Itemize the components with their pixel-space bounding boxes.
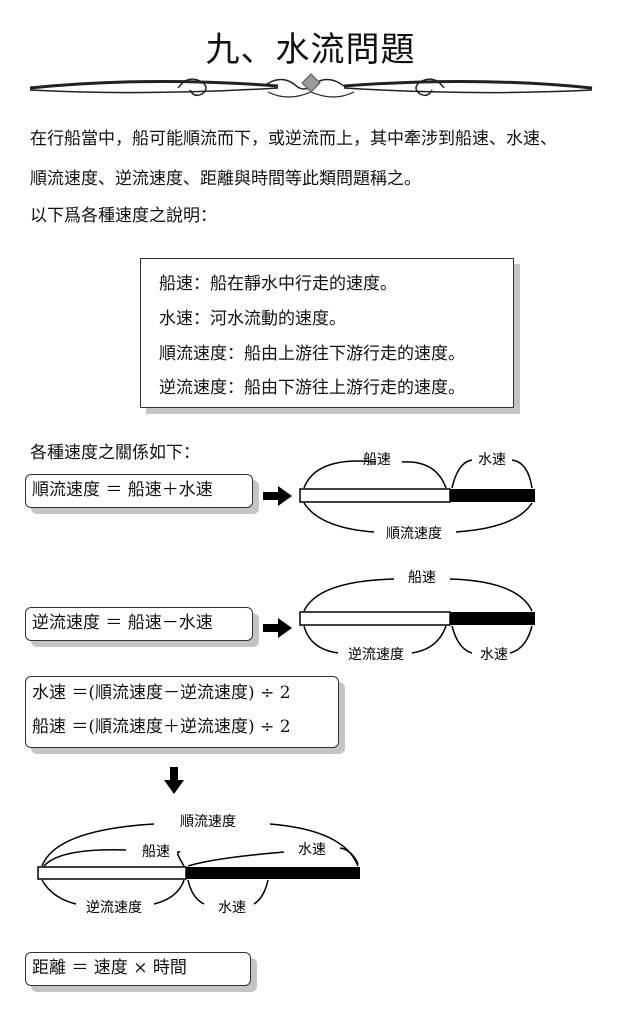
label-downstream-speed: 順流速度: [180, 814, 236, 830]
label-boat-speed: 船速: [363, 452, 391, 468]
formula-upstream: 逆流速度 ＝ 船速－水速: [25, 607, 253, 641]
label-upstream-speed: 逆流速度: [348, 647, 404, 663]
intro-line-3: 以下爲各種速度之說明：: [30, 206, 217, 226]
label-boat-speed: 船速: [408, 570, 436, 586]
ornament-divider: [29, 73, 593, 98]
intro-line-2: 順流速度、逆流速度、距離與時間等此類問題稱之。: [30, 169, 421, 189]
definitions-box: 船速：船在靜水中行走的速度。 水速：河水流動的速度。 順流速度：船由上游往下游行…: [140, 258, 514, 408]
formula-water-speed: 水速 ＝(順流速度－逆流速度) ÷ 2: [32, 683, 291, 703]
label-downstream-speed: 順流速度: [386, 526, 442, 542]
formula-boat-speed: 船速 ＝(順流速度＋逆流速度) ÷ 2: [32, 717, 291, 737]
definition-water-speed: 水速：河水流動的速度。: [159, 309, 346, 329]
label-water-speed: 水速: [218, 900, 246, 916]
intro-line-1: 在行船當中，船可能順流而下，或逆流而上，其中牽涉到船速、水速、: [30, 129, 557, 149]
formula-distance: 距離 ＝ 速度 × 時間: [25, 952, 251, 986]
upstream-diagram: 船速 逆流速度 水速: [299, 570, 535, 663]
label-water-speed: 水速: [480, 647, 508, 663]
downstream-diagram: 船速 水速 順流速度: [299, 452, 535, 542]
relations-heading: 各種速度之關係如下：: [30, 443, 200, 463]
definition-boat-speed: 船速：船在靜水中行走的速度。: [159, 274, 397, 294]
down-arrow-icon: [164, 767, 184, 794]
label-boat-speed: 船速: [142, 844, 170, 860]
label-water-speed: 水速: [478, 452, 506, 468]
page-title: 九、水流問題: [205, 30, 416, 70]
formula-downstream: 順流速度 ＝ 船速＋水速: [25, 474, 253, 508]
combined-diagram: 順流速度 船速 水速 逆流速度 水速: [37, 814, 360, 916]
label-water-speed: 水速: [298, 842, 326, 858]
label-upstream-speed: 逆流速度: [86, 900, 142, 916]
right-arrow-icon: [263, 618, 292, 638]
right-arrow-icon: [263, 486, 292, 506]
formula-speed-derivation-box: 水速 ＝(順流速度－逆流速度) ÷ 2 船速 ＝(順流速度＋逆流速度) ÷ 2: [25, 676, 339, 748]
definition-downstream-speed: 順流速度：船由上游往下游行走的速度。: [159, 344, 465, 364]
definition-upstream-speed: 逆流速度：船由下游往上游行走的速度。: [159, 378, 465, 398]
